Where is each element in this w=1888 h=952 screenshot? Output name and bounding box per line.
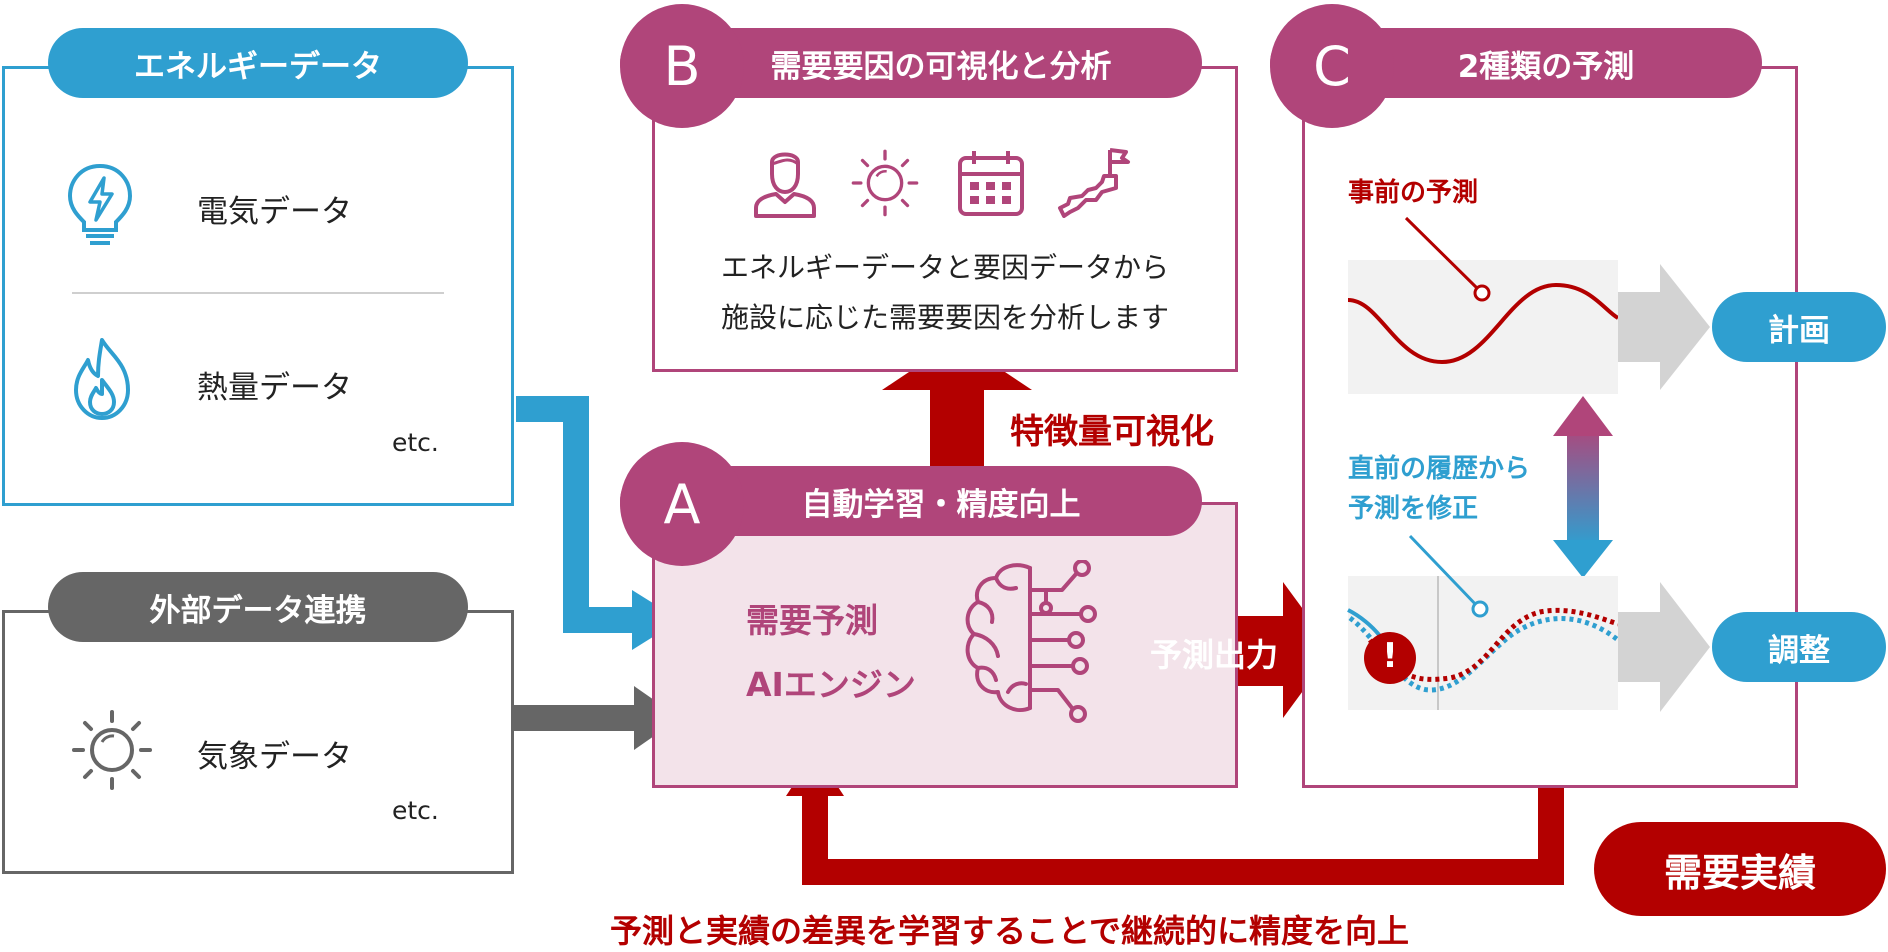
flame-icon: [66, 336, 138, 426]
adjust-pill: 調整: [1712, 612, 1886, 682]
section-b-description-line1: エネルギーデータと要因データから: [720, 251, 1169, 284]
adjust-arrow: [1618, 582, 1710, 712]
sun-icon: [850, 148, 920, 222]
pre-forecast-label: 事前の予測: [1348, 178, 1479, 208]
feature-visualization-label: 特徴量可視化: [1010, 412, 1214, 452]
correction-label-line1: 直前の履歴から: [1348, 454, 1531, 484]
adjusted-forecast-chart: [1347, 534, 1620, 710]
plan-pill: 計画: [1712, 292, 1886, 362]
sun-icon: [70, 708, 154, 796]
section-b-icon-row: [750, 146, 1140, 220]
electricity-data-label: 電気データ: [197, 194, 352, 230]
energy-data-box: [2, 66, 514, 506]
section-b-description-line2: 施設に応じた需要要因を分析します: [720, 301, 1169, 334]
ai-engine-label-line1: 需要予測: [746, 601, 878, 640]
plan-arrow: [1618, 264, 1710, 390]
section-a-badge: A: [620, 442, 744, 566]
lightbulb-bolt-icon: [64, 162, 136, 252]
section-b-box: [652, 66, 1238, 372]
forecast-output-label: 予測出力: [1150, 636, 1279, 674]
demand-actuals-pill: 需要実績: [1594, 822, 1886, 916]
japan-map-icon: [1056, 146, 1136, 222]
heat-data-label: 熱量データ: [197, 370, 352, 406]
external-data-title: 外部データ連携: [48, 572, 468, 642]
correction-double-arrow: [1553, 396, 1613, 578]
pre-forecast-chart: [1347, 216, 1620, 394]
energy-data-title: エネルギーデータ: [48, 28, 468, 98]
weather-data-label: 気象データ: [197, 739, 352, 775]
section-b-badge: B: [620, 4, 744, 128]
energy-divider: [72, 292, 444, 294]
ai-engine-label-line2: AIエンジン: [746, 665, 916, 704]
calendar-icon: [956, 148, 1026, 222]
feedback-caption: 予測と実績の差異を学習することで継続的に精度を向上: [610, 912, 1410, 950]
section-c-badge: C: [1270, 4, 1394, 128]
person-icon: [750, 146, 820, 222]
warning-exclamation-icon: !: [1382, 636, 1398, 676]
brain-circuit-icon: [960, 559, 1110, 734]
energy-etc-label: etc.: [392, 428, 439, 457]
external-etc-label: etc.: [392, 796, 439, 825]
correction-label-line2: 予測を修正: [1348, 494, 1479, 524]
